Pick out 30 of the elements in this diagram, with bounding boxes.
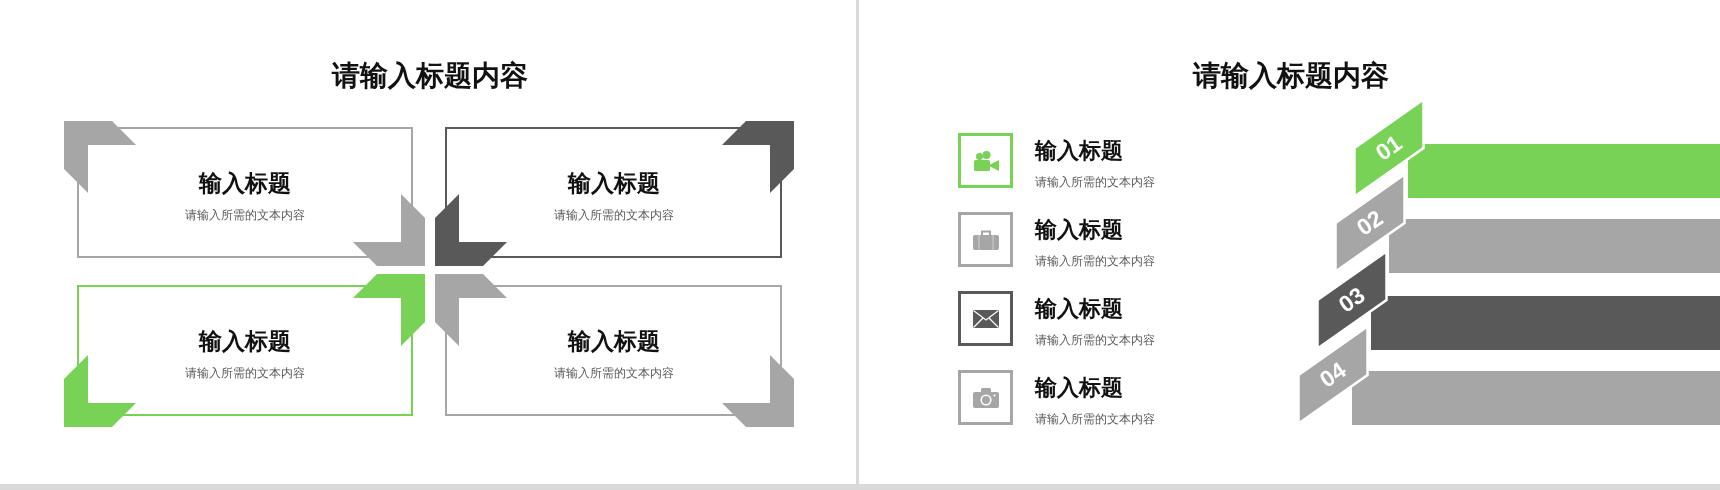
item-description: 请输入所需的文本内容 <box>1035 254 1155 270</box>
item-heading: 输入标题 <box>1035 296 1123 323</box>
item-description: 请输入所需的文本内容 <box>1035 175 1155 191</box>
card-heading: 输入标题 <box>199 169 291 198</box>
icon-frame <box>958 212 1013 267</box>
step-number: 03 <box>1334 283 1370 317</box>
icon-frame <box>958 133 1013 188</box>
item-heading: 输入标题 <box>1035 138 1123 165</box>
card-heading: 输入标题 <box>199 327 291 356</box>
icon-frame <box>958 291 1013 346</box>
slide-title: 请输入标题内容 <box>1193 59 1389 93</box>
icon-frame <box>958 370 1013 425</box>
card-description: 请输入所需的文本内容 <box>185 365 305 382</box>
card-heading: 输入标题 <box>567 169 660 198</box>
content-card <box>64 274 425 427</box>
card-heading: 输入标题 <box>567 327 660 356</box>
step-number: 01 <box>1371 131 1407 165</box>
item-heading: 输入标题 <box>1035 217 1123 244</box>
card-description: 请输入所需的文本内容 <box>185 207 305 224</box>
step-number: 02 <box>1352 206 1388 240</box>
content-card <box>435 121 794 266</box>
content-card <box>64 121 425 266</box>
card-description: 请输入所需的文本内容 <box>553 365 674 382</box>
card-description: 请输入所需的文本内容 <box>553 207 674 224</box>
item-description: 请输入所需的文本内容 <box>1035 412 1155 428</box>
slide-title: 请输入标题内容 <box>332 59 528 93</box>
step-number: 04 <box>1315 358 1351 392</box>
item-description: 请输入所需的文本内容 <box>1035 333 1155 349</box>
content-card <box>435 274 794 427</box>
item-heading: 输入标题 <box>1035 375 1123 402</box>
